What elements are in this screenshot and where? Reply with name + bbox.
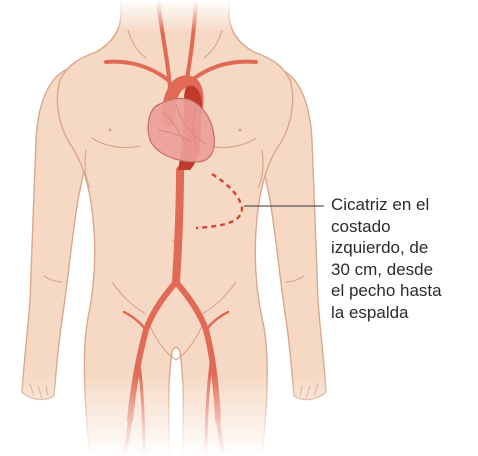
callout-line-6: la espalda — [331, 302, 409, 322]
callout-line-2: costado — [331, 216, 391, 236]
scar-callout-label: Cicatriz en el costado izquierdo, de 30 … — [331, 194, 471, 323]
callout-line-3: izquierdo, de — [331, 238, 429, 257]
callout-line-5: el pecho hasta — [331, 281, 442, 300]
callout-line-1: Cicatriz en el — [331, 195, 430, 214]
callout-line-4: 30 cm, desde — [331, 259, 434, 279]
